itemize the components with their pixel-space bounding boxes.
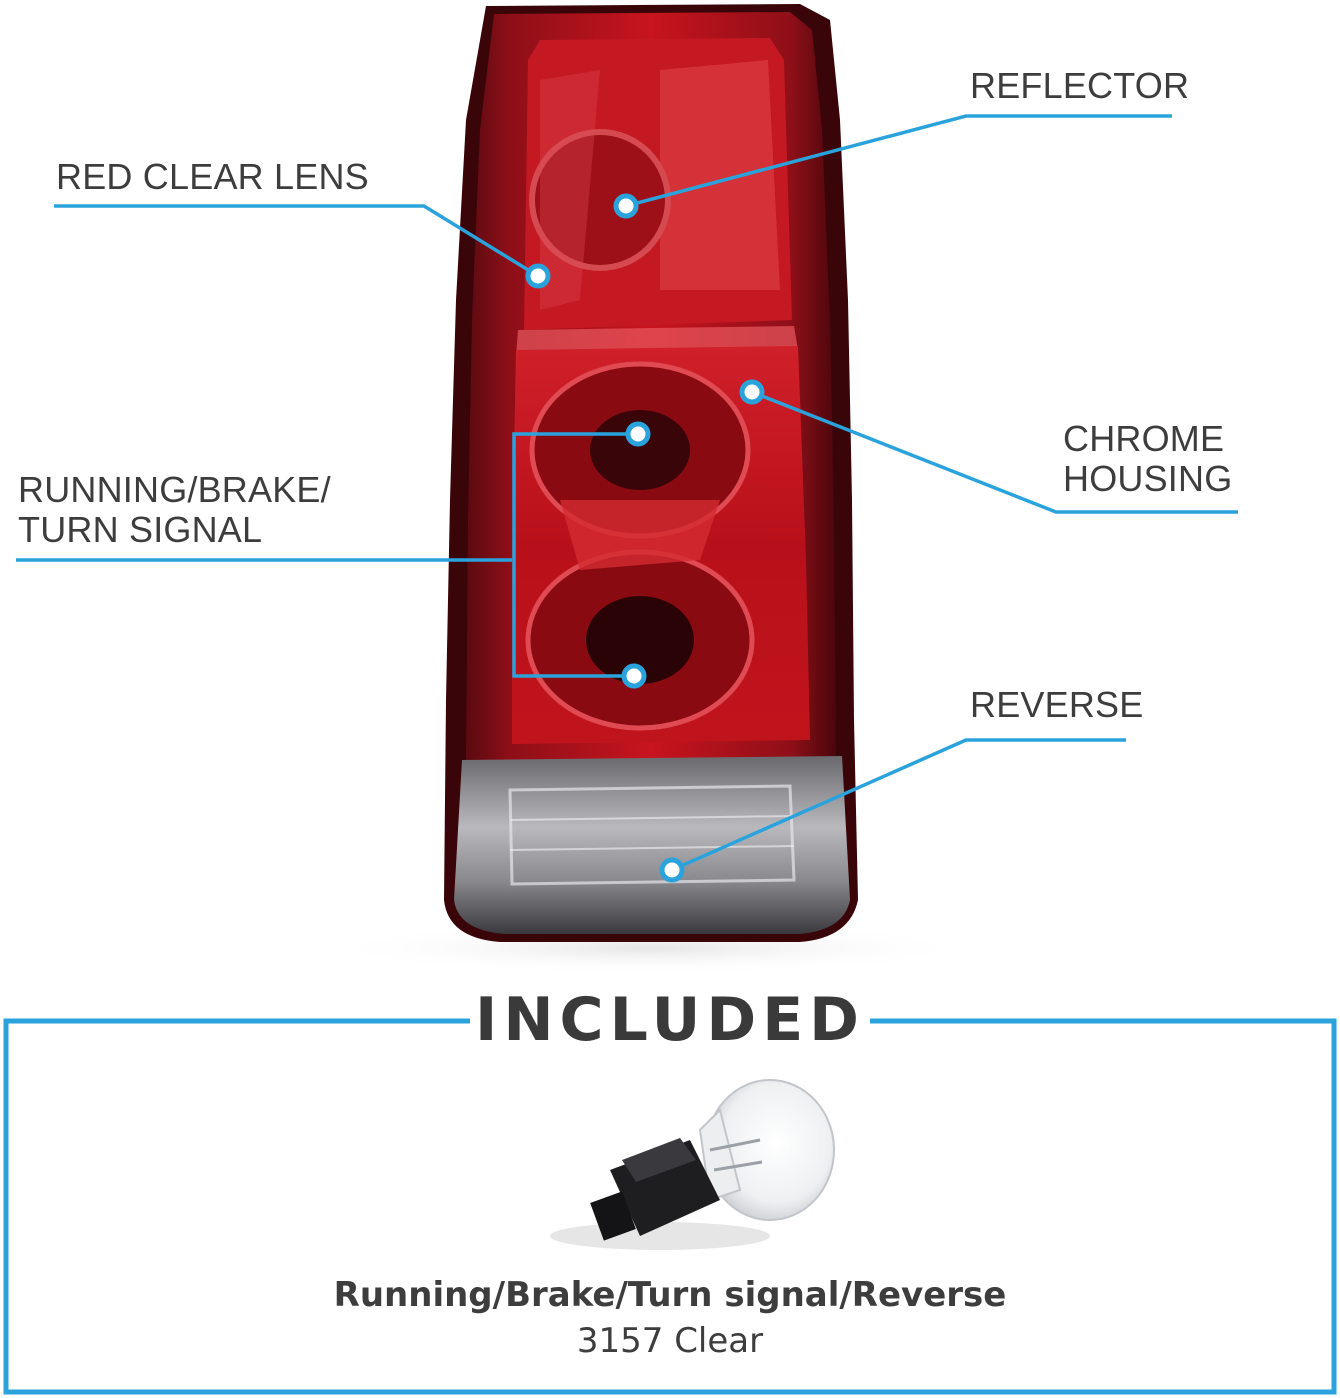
label-running-line2: TURN SIGNAL xyxy=(18,509,263,550)
lamp-highlight xyxy=(540,70,600,310)
label-chrome-housing-line1: CHROME xyxy=(1063,418,1225,459)
upper-bulb-core xyxy=(590,410,690,490)
callout-bracket-running xyxy=(512,432,638,678)
reverse-rib-1 xyxy=(509,815,795,821)
callout-dots xyxy=(525,193,765,883)
bulb-function-label: Running/Brake/Turn signal/Reverse xyxy=(333,1275,1007,1315)
label-red-clear-lens: RED CLEAR LENS xyxy=(56,156,369,197)
callout-line-reverse xyxy=(671,738,1126,872)
lamp-reflection xyxy=(560,500,720,570)
label-running-line1: RUNNING/BRAKE/ xyxy=(18,469,331,510)
included-title: INCLUDED xyxy=(470,980,870,1060)
reverse-rib-2 xyxy=(509,845,795,851)
dot-reflector xyxy=(613,193,639,219)
label-reverse: REVERSE xyxy=(970,684,1144,725)
bulb-image xyxy=(550,1079,835,1250)
bulb-model-label: 3157 Clear xyxy=(576,1321,764,1361)
lower-bulb-core xyxy=(586,596,694,684)
reflector-circle xyxy=(529,129,671,271)
lamp-reverse-section xyxy=(454,756,850,934)
label-reflector: REFLECTOR xyxy=(970,65,1190,106)
dot-running-lower xyxy=(621,663,647,689)
tail-lamp-image xyxy=(444,4,858,942)
label-chrome-housing-line2: HOUSING xyxy=(1063,458,1233,499)
dot-chrome-housing xyxy=(739,379,765,405)
dot-red-clear-lens xyxy=(525,263,551,289)
callout-line-chrome-housing xyxy=(751,390,1238,514)
bulb-filament xyxy=(709,1138,763,1172)
callout-line-red-clear-lens xyxy=(54,204,539,278)
bulb-base-top xyxy=(622,1138,696,1182)
dot-running-upper xyxy=(625,421,651,447)
reflector-panel xyxy=(660,60,780,290)
reverse-lens-ribs xyxy=(508,784,796,886)
callout-lines xyxy=(16,114,1238,872)
bulb-contact xyxy=(590,1191,636,1241)
dot-reverse xyxy=(659,857,685,883)
callout-line-reflector xyxy=(625,114,1172,208)
